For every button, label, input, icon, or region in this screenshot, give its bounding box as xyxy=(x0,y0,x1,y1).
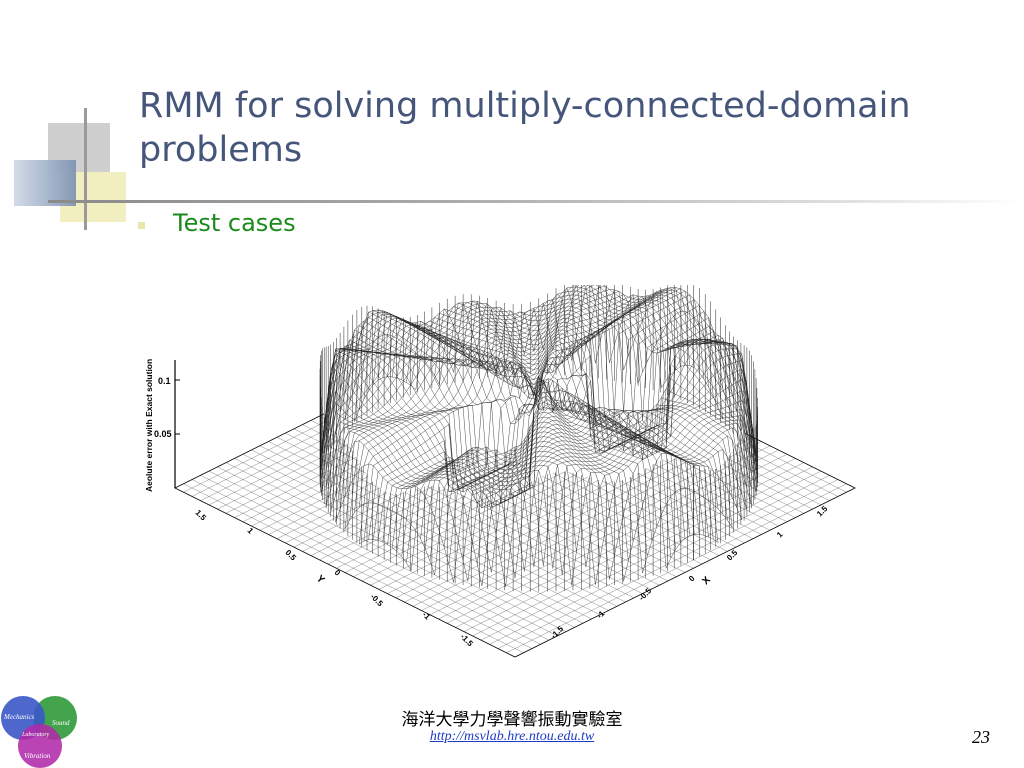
x-axis-label: X xyxy=(700,574,713,587)
z-tick-label: 0.1 xyxy=(158,376,171,386)
page-number: 23 xyxy=(972,727,990,747)
x-tick-label: -0.5 xyxy=(637,586,654,603)
y-tick-label: -1 xyxy=(421,610,433,622)
x-tick-label: -1.5 xyxy=(549,624,566,641)
plot-axes xyxy=(174,360,180,488)
x-tick-label: 0.5 xyxy=(725,548,740,563)
y-axis-ticks: 1.5 1 0.5 0 -0.5 -1 -1.5 Y xyxy=(194,508,476,649)
y-tick-label: 0.5 xyxy=(284,548,299,563)
z-tick-label: 0.05 xyxy=(154,429,172,439)
surface-plot: 0.1 0.05 Aeolute error with Exact soluti… xyxy=(144,285,856,658)
corner-decoration xyxy=(14,108,138,230)
error-surface xyxy=(319,285,758,592)
logo-mechanics: Mechanics xyxy=(3,713,35,721)
bullet-square-icon xyxy=(138,221,145,229)
y-tick-label: 0 xyxy=(333,568,343,578)
y-axis-label: Y xyxy=(314,573,327,586)
footer-organization: 海洋大學力學聲響振動實驗室 xyxy=(401,710,623,730)
x-tick-label: -1 xyxy=(595,609,607,621)
logo-sound: Sound xyxy=(52,719,70,727)
x-tick-label: 1 xyxy=(775,530,785,540)
x-tick-label: 1.5 xyxy=(815,504,830,519)
lab-logo: Mechanics Sound Laboratory Vibration xyxy=(1,696,77,768)
y-tick-label: -0.5 xyxy=(369,592,386,609)
z-axis-label: Aeolute error with Exact solution xyxy=(144,359,154,492)
bullet-text: Test cases xyxy=(173,209,296,237)
x-tick-label: 0 xyxy=(687,574,697,584)
slide-title: RMM for solving multiply-connected-domai… xyxy=(139,86,911,170)
y-tick-label: 1 xyxy=(246,526,256,536)
logo-vibration: Vibration xyxy=(24,752,51,760)
x-axis-ticks: -1.5 -1 -0.5 0 0.5 1 1.5 X xyxy=(549,504,830,641)
y-tick-label: -1.5 xyxy=(459,632,476,649)
footer-link[interactable]: http://msvlab.hre.ntou.edu.tw xyxy=(429,729,595,744)
bullet-item: Test cases xyxy=(138,206,296,240)
y-tick-label: 1.5 xyxy=(194,508,209,523)
logo-laboratory: Laboratory xyxy=(21,732,50,738)
title-divider xyxy=(48,200,1024,203)
